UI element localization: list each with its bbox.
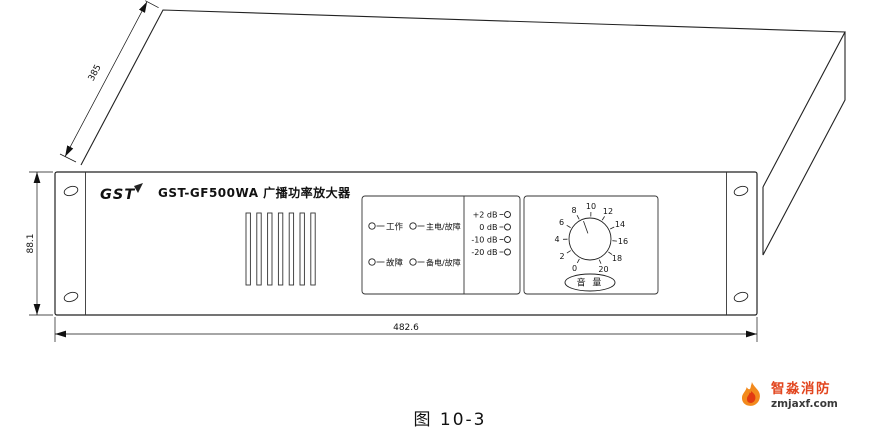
led-minus10db-label: -10 dB [471,235,497,244]
knob-scale-label: 12 [603,207,613,216]
knob-scale-label: 18 [612,254,622,263]
model-title: GST-GF500WA 广播功率放大器 [158,185,351,200]
led-plus2db [504,211,511,218]
volume-label-plate [564,273,616,292]
mounting-hole [733,185,749,197]
db-indicators: +2 dB 0 dB -10 dB -20 dB [471,210,511,257]
vent-slot [299,212,305,286]
led-main-power-label: 主电/故障 [426,221,461,231]
watermark: 智淼消防 zmjaxf.com [736,380,838,412]
led-minus10db [504,236,511,243]
mounting-hole [63,291,79,303]
vent-slots [245,212,316,286]
led-plus2db-label: +2 dB [473,210,498,219]
knob-scale-label: 4 [554,235,559,244]
brand-logo-flag-icon [134,183,143,193]
knob-pointer [583,220,589,234]
led-work [368,222,376,230]
led-minus20db-label: -20 dB [471,248,497,257]
dimension-height: 88.1 [26,171,53,316]
vent-slot [245,212,251,286]
vent-slot [288,212,295,286]
knob-scale-label: 6 [559,218,564,227]
knob-scale-label: 16 [618,237,628,246]
mounting-holes [63,185,749,303]
vent-slot [277,212,284,286]
led-main-power [409,222,417,230]
indicator-box [361,195,521,295]
knob-scale-label: 0 [572,264,577,273]
volume-box [523,195,659,295]
watermark-name: 智淼消防 [771,381,831,398]
knob-scale-label: 2 [559,252,564,261]
watermark-site: zmjaxf.com [771,397,838,410]
chassis-side-face [762,32,846,256]
dimension-depth: 385 [59,0,159,163]
dimension-width: 482.6 [54,317,758,342]
chassis-top-face [80,9,846,188]
knob-scale-label: 14 [615,220,625,229]
led-0db [504,223,511,231]
led-backup-power-label: 备电/故障 [426,257,461,267]
figure-caption: 图 10-3 [413,410,487,430]
led-fault [368,258,376,266]
knob-scale-label: 20 [598,265,608,274]
led-work-label: 工作 [386,221,404,232]
watermark-logo-icon [741,381,760,406]
led-0db-label: 0 dB [479,223,497,232]
led-minus20db [504,248,511,256]
knob-scale: 0 2 4 6 8 10 12 14 16 18 20 [554,202,628,274]
vent-slot [310,212,316,286]
dimension-height-label: 88.1 [26,233,36,253]
vent-slot [256,212,262,286]
knob-scale-label: 8 [571,206,576,215]
knob-ticks [562,211,617,264]
mounting-hole [63,185,79,197]
dimension-width-label: 482.6 [393,323,419,333]
status-indicators: 工作 故障 主电/故障 备电/故障 [368,221,461,268]
knob-scale-label: 10 [586,202,596,211]
vent-slot [267,212,273,286]
mounting-hole [733,291,749,303]
led-backup-power [409,258,417,266]
volume-label: 音 量 [577,277,604,289]
volume-knob [568,217,612,261]
brand-logo: GST [100,187,135,203]
dimension-depth-label: 385 [87,63,104,83]
led-fault-label: 故障 [386,257,404,268]
